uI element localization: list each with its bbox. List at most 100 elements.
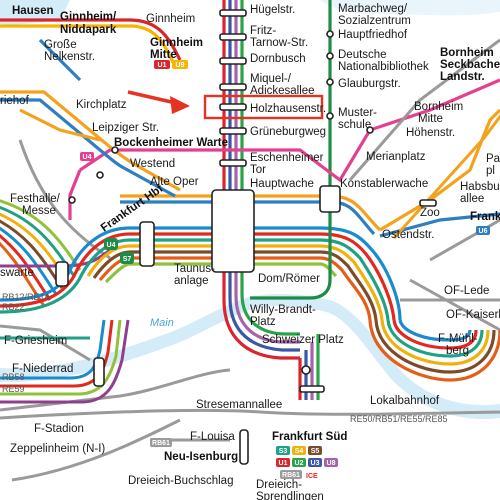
station-of-ledermuseum: OF-Lede — [444, 285, 489, 297]
station-hausen: Hausen — [12, 5, 54, 17]
svg-text:Sprendlingen: Sprendlingen — [256, 491, 324, 500]
station-hauptwache: Hauptwache — [250, 178, 314, 190]
station-kirchplatz: Kirchplatz — [76, 99, 127, 111]
station-ginnheim: Ginnheim — [146, 13, 195, 25]
svg-text:U8: U8 — [327, 460, 336, 467]
station-hauptfriedhof: Hauptfriedhof — [338, 29, 408, 41]
svg-text:U4: U4 — [83, 154, 92, 161]
station-merianplatz: Merianplatz — [366, 151, 426, 163]
svg-text:berg: berg — [446, 345, 469, 357]
u6-u7-west — [0, 90, 181, 198]
rail-label-re59: RE59 — [2, 384, 25, 394]
station-f-louisa: F-Louisa — [190, 431, 235, 443]
station-paulsplatz: Pa — [486, 153, 500, 165]
line-badges: U1 U9 U4 U6 S3 S4 S5 U1 U2 U3 U8 RB61 IC… — [80, 60, 490, 480]
svg-text:Messe: Messe — [22, 205, 56, 217]
station-fritz-tarnow: Fritz- — [250, 25, 276, 37]
station-f-niederrad: F-Niederrad — [12, 363, 73, 375]
station-marbachweg: Marbachweg/ — [338, 3, 408, 15]
svg-text:Niddapark: Niddapark — [60, 24, 117, 36]
rail-label-re50: RE50/RB51/RE55/RE85 — [350, 414, 448, 424]
station-habsburgerallee: Habsbu — [460, 181, 500, 193]
station-glauburgstr: Glauburgstr. — [338, 78, 401, 90]
svg-text:U3: U3 — [311, 460, 320, 467]
river-label: Main — [150, 317, 174, 329]
rail-label-rb58: RB58 — [2, 372, 25, 382]
station-riehof: riehof — [0, 95, 30, 107]
svg-text:U1: U1 — [158, 62, 167, 69]
svg-text:S3: S3 — [279, 448, 288, 455]
svg-text:anlage: anlage — [174, 275, 209, 287]
svg-text:Tor: Tor — [250, 164, 266, 176]
station-taunusanlage: Taunus- — [174, 263, 215, 275]
svg-text:allee: allee — [460, 193, 484, 205]
station-dom-roemer: Dom/Römer — [258, 273, 320, 285]
station-alte-oper: Alte Oper — [150, 176, 199, 188]
station-f-griesheim: F-Griesheim — [4, 335, 67, 347]
station-bornheim-mitte: Bornheim — [414, 101, 463, 113]
station-deutsche-nationalbibliothek: Deutsche — [338, 49, 387, 61]
station-lokalbahnhof: Lokalbahnhof — [370, 395, 440, 407]
station-hoehenstr: Höhenstr. — [406, 127, 455, 139]
svg-text:Platz: Platz — [250, 316, 276, 328]
svg-text:Nelkenstr.: Nelkenstr. — [44, 51, 95, 63]
station-of-kaiserlei: OF-Kaiserl — [446, 309, 500, 321]
svg-text:U4: U4 — [107, 242, 116, 249]
u-trunk — [222, 0, 320, 400]
svg-text:U2: U2 — [295, 460, 304, 467]
station-frankfurt-sued: Frankfurt Süd — [272, 431, 347, 443]
svg-text:Sozialzentrum: Sozialzentrum — [338, 15, 411, 27]
svg-text:S5: S5 — [311, 448, 320, 455]
central-bundle — [120, 194, 500, 382]
station-neu-isenburg: Neu-Isenburg — [164, 451, 238, 463]
station-eschenheimer-tor: Eschenheimer — [250, 152, 324, 164]
station-schweizer-platz: Schweizer Platz — [262, 334, 344, 346]
station-dornbusch: Dornbusch — [250, 53, 306, 65]
svg-text:Seckbacher: Seckbacher — [440, 59, 500, 71]
station-dreieich-sprendlingen: Dreieich- — [256, 479, 302, 491]
holzhausenstr-highlight — [127, 90, 324, 120]
station-ostendstr: Ostendstr. — [382, 229, 434, 241]
svg-text:Landstr.: Landstr. — [440, 71, 485, 83]
station-zeppelinheim: Zeppelinheim (N-I) — [10, 443, 105, 455]
svg-text:ICE: ICE — [306, 473, 318, 480]
station-huegelstr: Hügelstr. — [250, 4, 295, 16]
svg-text:RB61: RB61 — [152, 440, 170, 447]
svg-text:S7: S7 — [123, 256, 132, 263]
station-markers — [55, 9, 437, 465]
station-dreieich-buchschlag: Dreieich-Buchschlag — [128, 475, 233, 487]
rail-label-rb12: RB12/RE14 — [2, 292, 50, 302]
station-leipziger-str: Leipziger Str. — [92, 122, 159, 134]
station-f-muehlberg: F-Mühl- — [438, 333, 478, 345]
rail-label-rb22: RB22 — [2, 302, 25, 312]
u5-line — [250, 0, 332, 300]
svg-text:Adickesallee: Adickesallee — [250, 85, 315, 97]
svg-text:pl: pl — [486, 165, 495, 177]
svg-text:S4: S4 — [295, 448, 304, 455]
station-musterschule: Muster- — [338, 107, 377, 119]
station-ginnheim-mitte: Ginnheim — [150, 37, 203, 49]
station-swarte: swarte — [0, 267, 34, 279]
station-westend: Westend — [130, 158, 175, 170]
station-zoo: Zoo — [420, 207, 440, 219]
station-holzhausenstr: Holzhausenstr. — [250, 103, 326, 115]
station-konstablerwache: Konstablerwache — [340, 178, 428, 190]
svg-text:Tarnow-Str.: Tarnow-Str. — [250, 37, 308, 49]
station-miquel-adickesallee: Miquel-/ — [250, 73, 292, 85]
svg-text:U1: U1 — [279, 460, 288, 467]
station-grosse-nelkenstr: Große — [44, 39, 77, 51]
svg-text:RB61: RB61 — [282, 472, 300, 479]
svg-text:Nationalbibliothek: Nationalbibliothek — [338, 61, 429, 73]
station-frankfurt-ost: Frankfu — [470, 211, 500, 223]
station-ginnheim-niddapark: Ginnheim/ — [60, 11, 117, 23]
station-festhalle-messe: Festhalle/ — [10, 193, 61, 205]
station-bockenheimer-warte: Bockenheimer Warte — [114, 137, 228, 149]
svg-text:Mitte: Mitte — [418, 113, 443, 125]
station-stresemannallee: Stresemannallee — [196, 399, 282, 411]
station-f-stadion: F-Stadion — [34, 423, 84, 435]
svg-text:U9: U9 — [176, 62, 185, 69]
regional-rail — [0, 139, 500, 482]
north-west-lines — [0, 18, 182, 142]
